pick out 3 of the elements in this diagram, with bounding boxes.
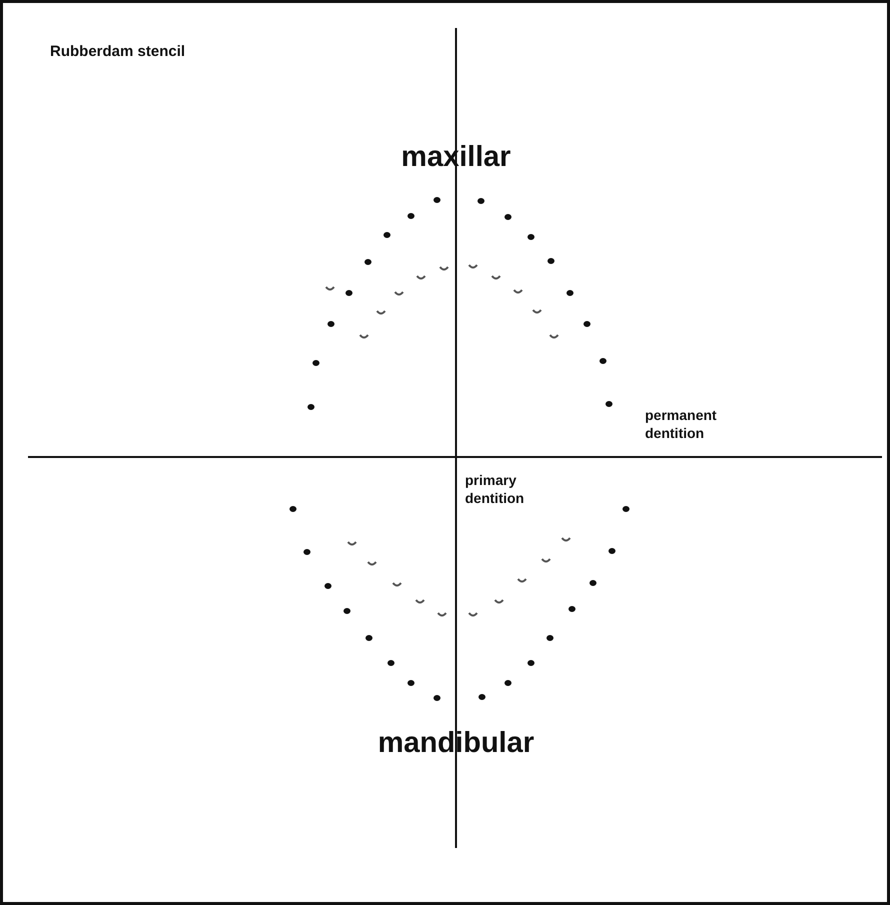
- dentition-label: permanent dentition: [645, 406, 718, 442]
- dentition-label: primary dentition: [465, 471, 526, 508]
- title: Rubberdam stencil: [50, 43, 186, 60]
